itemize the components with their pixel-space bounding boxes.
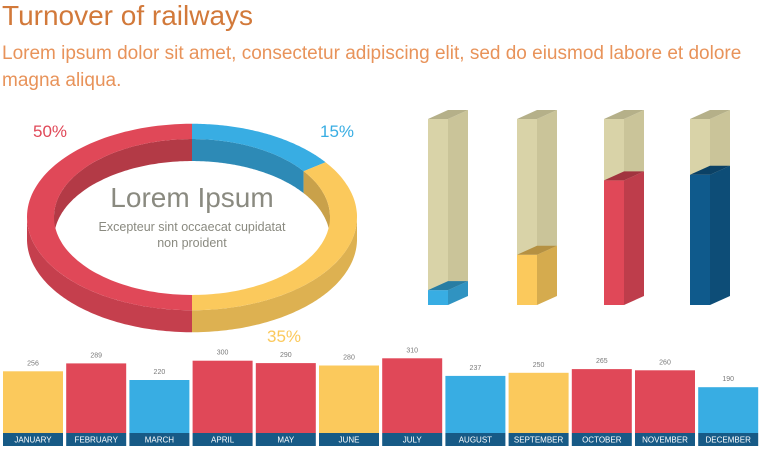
tube-chart	[428, 110, 730, 305]
ring-slice-2	[192, 162, 357, 311]
tube-fill-front-3	[690, 174, 710, 305]
tube-fill-top-3	[690, 165, 730, 175]
month-label-2: MARCH	[145, 436, 175, 445]
month-label-3: APRIL	[211, 436, 235, 445]
ring-side-0-0	[27, 217, 192, 333]
ring-center-title: Lorem Ipsum	[110, 182, 273, 213]
ring-inner-1-0	[192, 139, 304, 194]
month-label-11: DECEMBER	[706, 436, 752, 445]
ring-inner-0-0	[54, 139, 192, 239]
month-bar-8	[508, 372, 569, 434]
month-value-1: 289	[90, 352, 102, 359]
month-value-7: 237	[470, 365, 482, 372]
tube-fill-side-3	[710, 165, 730, 305]
month-value-5: 280	[343, 355, 355, 362]
tube-front-1	[517, 119, 537, 255]
tube-front-2	[604, 119, 624, 181]
month-label-9: OCTOBER	[582, 436, 622, 445]
month-label-bg-4	[255, 433, 316, 446]
tube-top-1	[517, 110, 557, 119]
month-bar-6	[382, 358, 443, 433]
month-label-6: JULY	[403, 436, 423, 445]
month-label-bg-3	[192, 433, 253, 446]
tube-fill-front-2	[604, 180, 624, 305]
ring-label-2: 35%	[267, 327, 301, 346]
month-value-2: 220	[154, 369, 166, 376]
month-bar-9	[571, 369, 632, 433]
month-value-10: 260	[659, 359, 671, 366]
month-bar-11	[698, 387, 759, 433]
tube-fill-side-2	[624, 171, 644, 305]
tube-top-0	[428, 110, 468, 119]
month-value-8: 250	[533, 362, 545, 369]
month-bar-5	[319, 365, 379, 433]
ring-center-text-2: non proident	[157, 236, 227, 250]
tube-fill-front-1	[517, 254, 537, 305]
ring-slice-1	[192, 123, 326, 172]
month-label-5: JUNE	[339, 436, 360, 445]
month-value-4: 290	[280, 352, 292, 359]
tube-fill-top-0	[428, 281, 468, 291]
month-label-bg-5	[319, 433, 379, 446]
month-label-bg-10	[635, 433, 695, 446]
tube-front-0	[428, 119, 448, 291]
month-label-bg-6	[382, 433, 443, 446]
tube-front-3	[690, 119, 710, 175]
month-value-3: 300	[217, 350, 229, 357]
month-label-bg-8	[508, 433, 569, 446]
tube-bar-3	[690, 110, 730, 305]
ring-side-2-0	[192, 217, 357, 333]
month-bar-2	[129, 380, 190, 433]
month-label-8: SEPTEMBER	[514, 436, 564, 445]
ring-label-0: 50%	[33, 122, 67, 141]
tube-fill-top-2	[604, 171, 644, 181]
tube-bar-2	[604, 110, 644, 305]
month-value-6: 310	[406, 347, 418, 354]
month-label-0: JANUARY	[14, 436, 52, 445]
page-title: Turnover of railways	[2, 0, 254, 31]
month-bar-10	[635, 370, 695, 433]
tube-fill-side-1	[537, 245, 557, 305]
month-bar-4	[255, 363, 316, 433]
month-label-bg-9	[571, 433, 632, 446]
ring-inner-2-0	[303, 171, 330, 239]
tube-fill-front-0	[428, 290, 448, 305]
month-label-7: AUGUST	[459, 436, 492, 445]
month-label-bg-11	[698, 433, 759, 446]
tube-side-2	[624, 110, 644, 181]
month-label-bg-0	[3, 433, 63, 446]
month-label-bg-1	[66, 433, 127, 446]
month-bar-3	[192, 360, 253, 433]
ring-chart: 50% 15% 35%	[27, 122, 357, 346]
month-label-bg-2	[129, 433, 190, 446]
month-label-1: FEBRUARY	[74, 436, 118, 445]
tube-top-2	[604, 110, 644, 119]
month-value-11: 190	[722, 376, 734, 383]
ring-slice-0	[27, 123, 192, 311]
tube-top-3	[690, 110, 730, 119]
tube-side-0	[448, 110, 468, 291]
ring-label-1: 15%	[320, 122, 354, 141]
month-label-4: MAY	[277, 436, 294, 445]
month-bar-7	[445, 375, 506, 433]
tube-bar-0	[428, 110, 468, 305]
month-label-bg-7	[445, 433, 506, 446]
page-subtitle: Lorem ipsum dolor sit amet, consectetur …	[2, 43, 742, 91]
month-bar-0	[3, 371, 63, 433]
month-bar-1	[66, 363, 127, 433]
month-label-10: NOVEMBER	[642, 436, 688, 445]
tube-fill-top-1	[517, 245, 557, 255]
month-value-0: 256	[27, 360, 39, 367]
tube-side-3	[710, 110, 730, 175]
tube-fill-side-0	[448, 281, 468, 305]
tube-side-1	[537, 110, 557, 255]
ring-center-text-1: Excepteur sint occaecat cupidatat	[99, 220, 286, 234]
tube-bar-1	[517, 110, 557, 305]
month-value-9: 265	[596, 358, 608, 365]
